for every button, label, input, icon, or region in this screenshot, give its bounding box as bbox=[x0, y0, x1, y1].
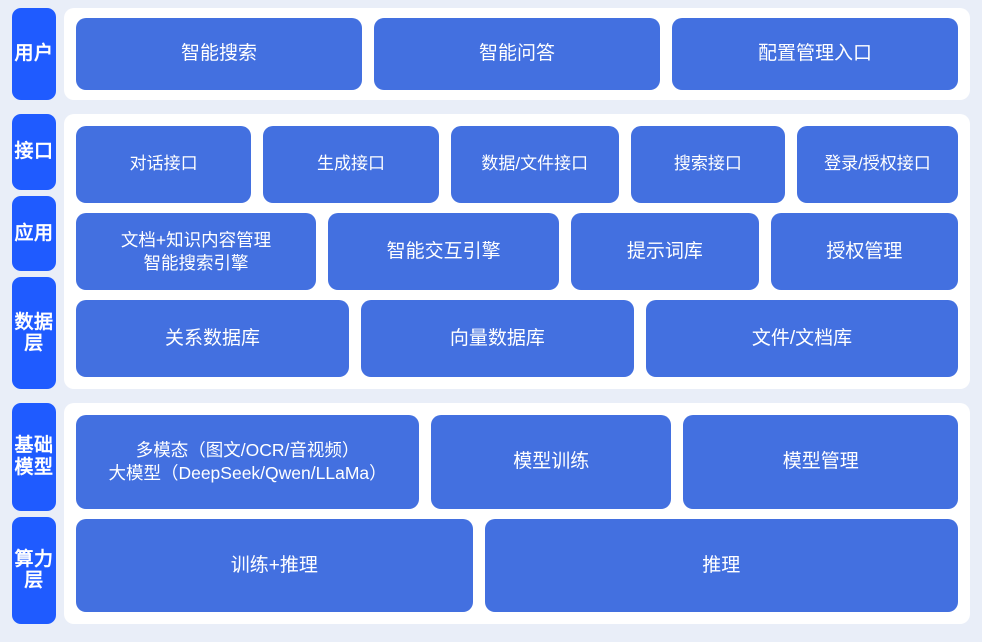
compute-row: 训练+推理 推理 bbox=[76, 518, 958, 612]
box-config-management-entry[interactable]: 配置管理入口 bbox=[672, 18, 958, 90]
data-row: 关系数据库 向量数据库 文件/文档库 bbox=[76, 300, 958, 377]
box-model-management[interactable]: 模型管理 bbox=[683, 415, 958, 509]
users-row-1: 智能搜索 智能问答 配置管理入口 bbox=[76, 18, 958, 90]
foundation-model-row: 多模态（图文/OCR/音视频） 大模型（DeepSeek/Qwen/LLaMa）… bbox=[76, 415, 958, 509]
layer-tab-application[interactable]: 应用 bbox=[12, 195, 56, 272]
section-base: 基础模型 算力层 多模态（图文/OCR/音视频） 大模型（DeepSeek/Qw… bbox=[12, 403, 970, 624]
section-users-card: 智能搜索 智能问答 配置管理入口 bbox=[64, 8, 970, 100]
application-row: 文档+知识内容管理 智能搜索引擎 智能交互引擎 提示词库 授权管理 bbox=[76, 213, 959, 290]
section-middle-tab-column: 接口 应用 数据层 bbox=[12, 114, 56, 390]
layer-tab-compute[interactable]: 算力层 bbox=[12, 516, 56, 624]
box-intelligent-search[interactable]: 智能搜索 bbox=[76, 18, 362, 90]
box-prompt-library[interactable]: 提示词库 bbox=[571, 213, 759, 290]
box-doc-knowledge-search-engine[interactable]: 文档+知识内容管理 智能搜索引擎 bbox=[76, 213, 316, 290]
layer-tab-data[interactable]: 数据层 bbox=[12, 277, 56, 390]
layer-tab-users[interactable]: 用户 bbox=[12, 8, 56, 100]
section-users-tab-column: 用户 bbox=[12, 8, 56, 100]
box-dialog-api[interactable]: 对话接口 bbox=[76, 126, 252, 203]
box-multimodal-large-model[interactable]: 多模态（图文/OCR/音视频） 大模型（DeepSeek/Qwen/LLaMa） bbox=[76, 415, 420, 509]
box-file-document-store[interactable]: 文件/文档库 bbox=[645, 300, 958, 377]
box-login-auth-api[interactable]: 登录/授权接口 bbox=[796, 126, 959, 203]
box-model-training[interactable]: 模型训练 bbox=[431, 415, 672, 509]
section-middle: 接口 应用 数据层 对话接口 生成接口 数据/文件接口 搜索接口 登录/授权接口… bbox=[12, 114, 970, 390]
section-base-tab-column: 基础模型 算力层 bbox=[12, 403, 56, 624]
layer-tab-interface[interactable]: 接口 bbox=[12, 114, 56, 190]
box-interaction-engine[interactable]: 智能交互引擎 bbox=[328, 213, 560, 290]
box-data-file-api[interactable]: 数据/文件接口 bbox=[450, 126, 619, 203]
box-inference[interactable]: 推理 bbox=[484, 518, 958, 612]
section-middle-card: 对话接口 生成接口 数据/文件接口 搜索接口 登录/授权接口 文档+知识内容管理… bbox=[64, 114, 970, 389]
box-relational-database[interactable]: 关系数据库 bbox=[76, 300, 349, 377]
section-base-card: 多模态（图文/OCR/音视频） 大模型（DeepSeek/Qwen/LLaMa）… bbox=[64, 403, 970, 624]
layer-tab-foundation-model[interactable]: 基础模型 bbox=[12, 403, 56, 511]
box-authorization-management[interactable]: 授权管理 bbox=[770, 213, 959, 290]
box-vector-database[interactable]: 向量数据库 bbox=[360, 300, 634, 377]
box-training-and-inference[interactable]: 训练+推理 bbox=[76, 518, 473, 612]
interface-row: 对话接口 生成接口 数据/文件接口 搜索接口 登录/授权接口 bbox=[76, 126, 959, 203]
box-generation-api[interactable]: 生成接口 bbox=[263, 126, 439, 203]
section-users: 用户 智能搜索 智能问答 配置管理入口 bbox=[12, 8, 970, 100]
box-search-api[interactable]: 搜索接口 bbox=[630, 126, 785, 203]
box-intelligent-qa[interactable]: 智能问答 bbox=[374, 18, 660, 90]
